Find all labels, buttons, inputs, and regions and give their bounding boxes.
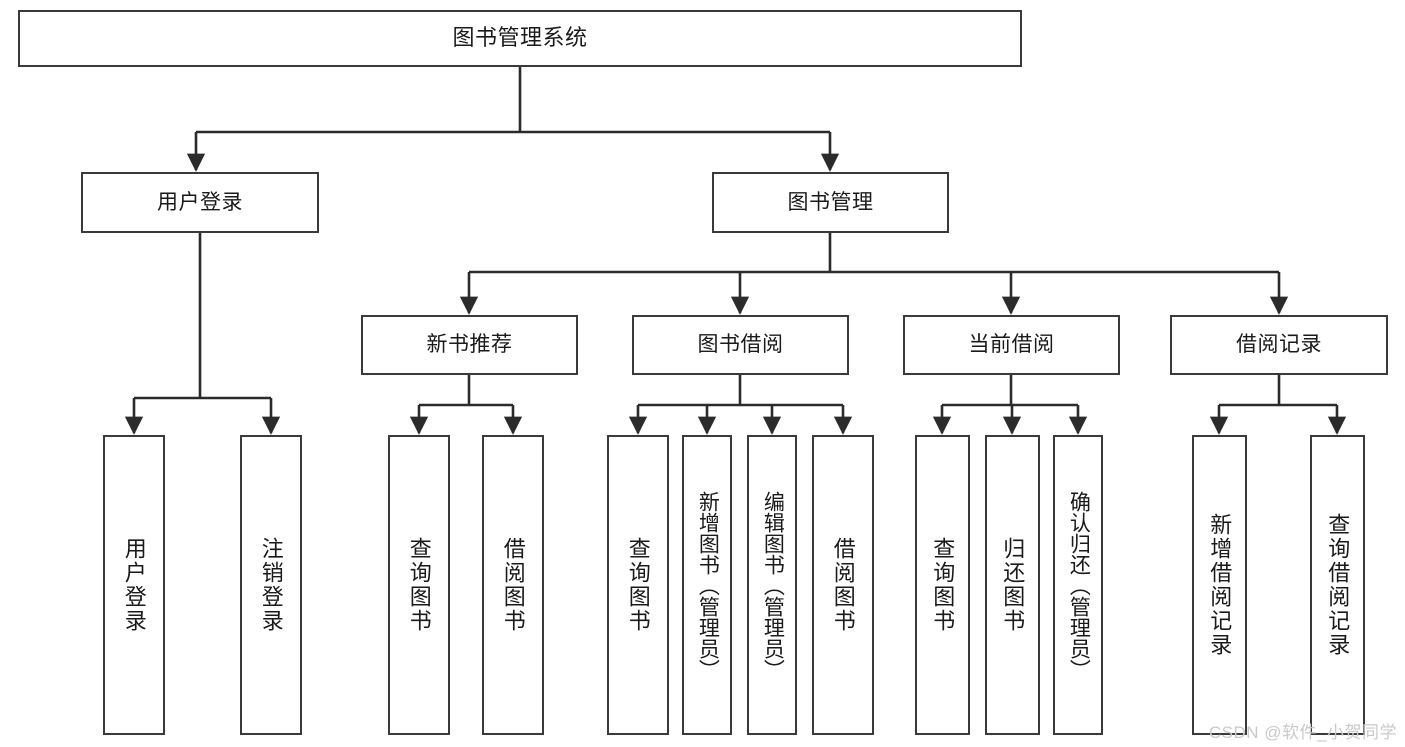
csdn-watermark: CSDN @软件_小贺同学: [1208, 723, 1397, 742]
leaf-add-borrow-record[interactable]: 新增借阅记录: [1192, 435, 1247, 735]
node-label: 查询图书: [625, 537, 651, 633]
leaf-query-book-current[interactable]: 查询图书: [915, 435, 970, 735]
node-borrow-record[interactable]: 借阅记录: [1170, 315, 1388, 375]
node-label: 当前借阅: [968, 333, 1055, 357]
node-label: 图书管理系统: [452, 25, 588, 51]
node-label: 借阅记录: [1236, 333, 1322, 357]
node-label: 图书借阅: [697, 333, 784, 357]
leaf-add-book-admin[interactable]: 新增图书（管理员）: [682, 435, 732, 735]
node-label: 查询图书: [930, 537, 956, 633]
node-new-book-recommend[interactable]: 新书推荐: [361, 315, 578, 375]
node-label: 图书管理: [787, 190, 874, 214]
leaf-query-book-borrow[interactable]: 查询图书: [607, 435, 669, 735]
node-label: 新增图书（管理员）: [696, 490, 720, 680]
node-label: 归还图书: [1000, 537, 1026, 633]
leaf-logout[interactable]: 注销登录: [240, 435, 302, 735]
node-label: 新增借阅记录: [1207, 513, 1233, 657]
leaf-borrow-book-newbook[interactable]: 借阅图书: [482, 435, 544, 735]
node-current-borrow[interactable]: 当前借阅: [903, 315, 1120, 375]
node-label: 编辑图书（管理员）: [761, 490, 785, 680]
node-label: 借阅图书: [830, 537, 856, 633]
leaf-query-borrow-record[interactable]: 查询借阅记录: [1310, 435, 1365, 735]
node-label: 注销登录: [258, 537, 284, 633]
node-book-management[interactable]: 图书管理: [712, 172, 949, 233]
leaf-user-login[interactable]: 用户登录: [103, 435, 165, 735]
leaf-borrow-book[interactable]: 借阅图书: [812, 435, 874, 735]
leaf-query-book-newbook[interactable]: 查询图书: [388, 435, 450, 735]
node-label: 借阅图书: [500, 537, 526, 633]
leaf-confirm-return-admin[interactable]: 确认归还（管理员）: [1053, 435, 1103, 735]
node-label: 用户登录: [157, 190, 243, 214]
node-label: 确认归还（管理员）: [1067, 490, 1091, 680]
node-label: 用户登录: [121, 537, 147, 633]
node-root-system[interactable]: 图书管理系统: [18, 10, 1022, 67]
node-user-login[interactable]: 用户登录: [81, 172, 319, 233]
node-label: 查询图书: [406, 537, 432, 633]
node-label: 查询借阅记录: [1325, 513, 1351, 657]
node-book-borrow[interactable]: 图书借阅: [632, 315, 849, 375]
node-label: 新书推荐: [426, 333, 513, 357]
leaf-edit-book-admin[interactable]: 编辑图书（管理员）: [747, 435, 797, 735]
leaf-return-book[interactable]: 归还图书: [985, 435, 1040, 735]
